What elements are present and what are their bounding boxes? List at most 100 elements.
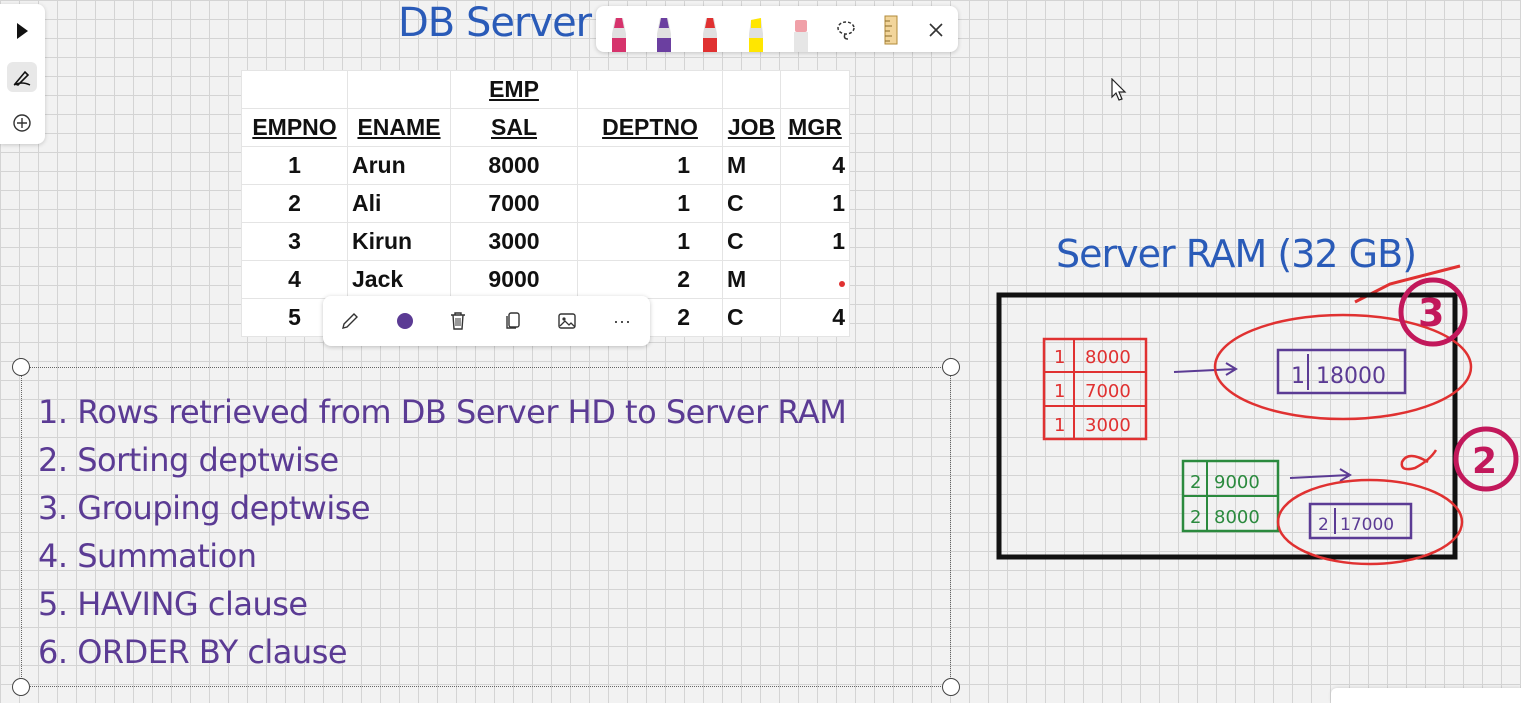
highlighter-icon[interactable]	[743, 14, 769, 54]
eraser-icon[interactable]	[788, 14, 814, 54]
group-1-cell: 3000	[1085, 415, 1131, 436]
table-row: 2 Ali 7000 1 C 1	[241, 184, 850, 223]
table-cell: Kirun	[347, 222, 451, 261]
circled-number-2	[1453, 426, 1519, 492]
list-item: 5. HAVING clause	[38, 585, 308, 623]
resize-handle[interactable]	[12, 358, 30, 376]
list-item: 1. Rows retrieved from DB Server HD to S…	[38, 393, 847, 431]
result-1-circle	[1213, 313, 1473, 421]
group-1-cell: 1	[1054, 347, 1065, 368]
ink-tool-icon[interactable]	[7, 62, 37, 92]
table-cell: 4	[241, 260, 348, 299]
pencil-icon[interactable]	[338, 309, 362, 333]
copy-icon[interactable]	[501, 309, 525, 333]
resize-handle[interactable]	[12, 678, 30, 696]
color-icon[interactable]	[393, 309, 417, 333]
result-1-box	[1276, 348, 1407, 395]
image-icon[interactable]	[555, 309, 579, 333]
table-header-row: EMPNO ENAME SAL DEPTNO JOB MGR	[241, 108, 850, 147]
table-title: EMP	[450, 70, 578, 109]
result-2-box	[1308, 502, 1413, 540]
list-item: 4. Summation	[38, 537, 257, 575]
table-cell: 1	[780, 222, 850, 261]
resize-handle[interactable]	[942, 358, 960, 376]
close-icon[interactable]	[924, 18, 948, 42]
table-cell: Ali	[347, 184, 451, 223]
group-2-cell: 8000	[1214, 507, 1260, 528]
group-1-cell: 7000	[1085, 381, 1131, 402]
delete-icon[interactable]	[446, 309, 470, 333]
table-cell: 1	[577, 184, 723, 223]
table-cell: 8000	[450, 146, 578, 185]
table-cell: 3	[241, 222, 348, 261]
server-ram-title: Server RAM (32 GB)	[1056, 232, 1417, 276]
table-cell: 2	[577, 260, 723, 299]
mouse-cursor-icon	[1111, 77, 1127, 107]
table-cell: 1	[780, 184, 850, 223]
selection-context-toolbar: ···	[323, 296, 650, 346]
table-row: 4 Jack 9000 2 M	[241, 260, 850, 299]
list-item: 2. Sorting deptwise	[38, 441, 339, 479]
result-2-circle	[1276, 478, 1464, 566]
table-cell: 1	[241, 146, 348, 185]
table-cell: 4	[780, 298, 850, 337]
table-cell: 9000	[450, 260, 578, 299]
red-ink-dot	[839, 281, 845, 287]
group-1-grid	[1042, 337, 1148, 441]
result-1-sum: 18000	[1316, 364, 1386, 389]
group-1-grid-lines	[1044, 339, 1146, 439]
result-2-sum: 17000	[1340, 515, 1394, 535]
table-cell: M	[722, 146, 781, 185]
table-title-row: EMP	[241, 70, 850, 109]
table-row: 3 Kirun 3000 1 C 1	[241, 222, 850, 261]
table-cell: 3000	[450, 222, 578, 261]
group-2-grid-lines	[1183, 461, 1278, 531]
bottom-panel	[1331, 688, 1521, 703]
db-server-title: DB Server	[398, 0, 592, 46]
table-cell: M	[722, 260, 781, 299]
emp-table: EMP EMPNO ENAME SAL DEPTNO JOB MGR 1 Aru…	[241, 70, 850, 337]
purple-pen-icon[interactable]	[651, 14, 677, 54]
table-cell: 2	[241, 184, 348, 223]
more-icon[interactable]: ···	[613, 310, 631, 331]
red-alpha-mark	[1400, 449, 1438, 471]
table-cell: 1	[577, 146, 723, 185]
column-header: ENAME	[347, 108, 451, 147]
ruler-icon[interactable]	[879, 15, 903, 45]
pen-toolbar	[596, 6, 958, 52]
column-header: SAL	[450, 108, 578, 147]
lasso-icon[interactable]	[834, 18, 858, 42]
red-pen-icon[interactable]	[697, 14, 723, 54]
server-ram-drawing: 1 8000 1 7000 1 3000 1 18000 3 2 9000 2 …	[996, 264, 1519, 566]
steps-list: 1. Rows retrieved from DB Server HD to S…	[38, 388, 847, 676]
table-cell: Arun	[347, 146, 451, 185]
table-cell: C	[722, 298, 781, 337]
group-1-cell: 8000	[1085, 347, 1131, 368]
pink-pen-icon[interactable]	[606, 14, 632, 54]
left-tool-rail	[0, 4, 45, 144]
list-item: 6. ORDER BY clause	[38, 633, 348, 671]
group-1-cell: 1	[1054, 381, 1065, 402]
arrow-2	[1289, 468, 1352, 482]
group-2-cell: 9000	[1214, 472, 1260, 493]
group-1-cell: 1	[1054, 415, 1065, 436]
result-2-dept: 2	[1318, 515, 1329, 535]
column-header: JOB	[722, 108, 781, 147]
select-tool-icon[interactable]	[7, 16, 37, 46]
table-cell: 7000	[450, 184, 578, 223]
table-cell: 4	[780, 146, 850, 185]
table-cell	[780, 260, 850, 299]
column-header: MGR	[780, 108, 850, 147]
arrow-1	[1173, 362, 1238, 376]
table-cell: Jack	[347, 260, 451, 299]
ram-box	[996, 292, 1458, 560]
selection-frame	[21, 367, 951, 687]
table-cell: C	[722, 184, 781, 223]
add-icon[interactable]	[7, 108, 37, 138]
column-header: EMPNO	[241, 108, 348, 147]
table-cell: 1	[577, 222, 723, 261]
table-cell: C	[722, 222, 781, 261]
table-row: 1 Arun 8000 1 M 4	[241, 146, 850, 185]
resize-handle[interactable]	[942, 678, 960, 696]
column-header: DEPTNO	[577, 108, 723, 147]
